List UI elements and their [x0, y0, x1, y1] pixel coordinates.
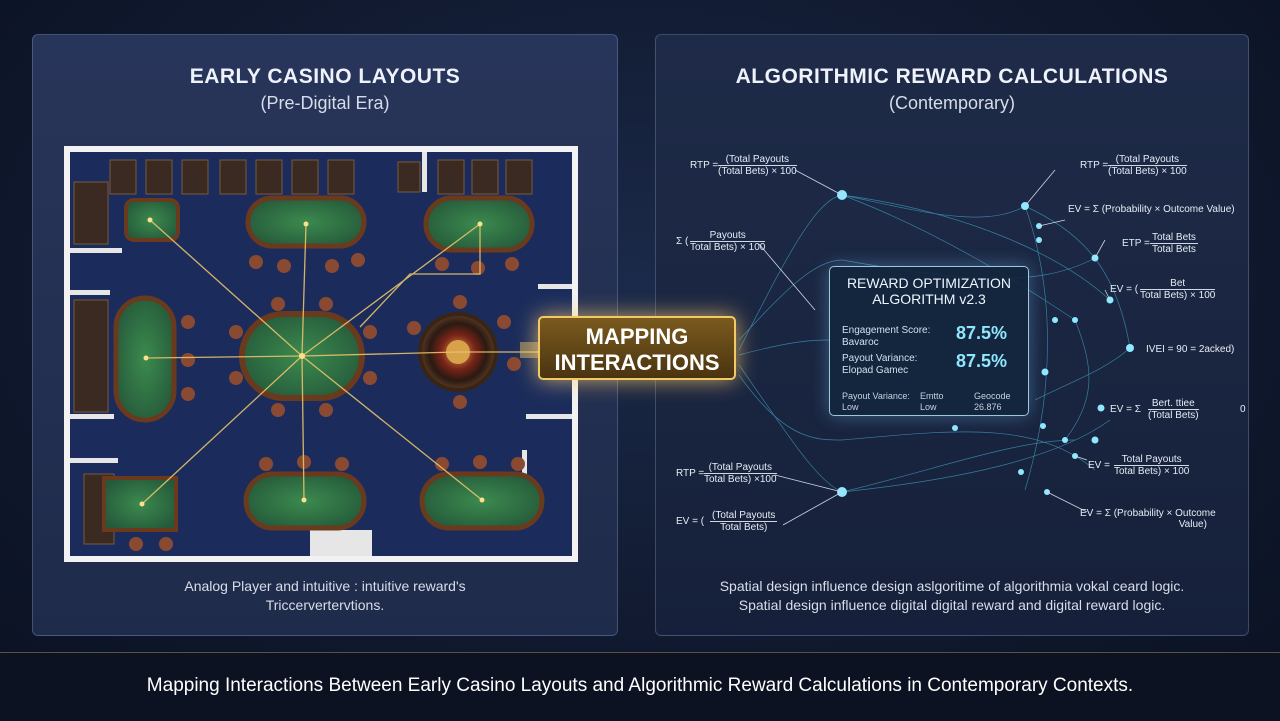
slot-machines: [73, 159, 533, 545]
algo-variance-value: 87.5%: [956, 351, 1008, 371]
formula-leaders: [758, 169, 1111, 526]
left-caption-line-2: Triccervertervtions.: [265, 597, 385, 613]
bottom-title: Mapping Interactions Between Early Casin…: [146, 675, 1134, 696]
right-panel-caption: Spatial design influence design aslgorit…: [656, 577, 1248, 615]
formula-rtp-top-right: RTP = (Total Payouts(Total Bets) × 100: [1080, 154, 1187, 177]
formula-ev-sum: EV = Σ Bert. ttiee(Total Bets) 0: [1110, 398, 1246, 421]
formula-ev-probability-bottom: EV = Σ (Probability × Outcome Value): [1080, 508, 1216, 530]
chairs: [129, 253, 525, 551]
mapping-line-2: INTERACTIONS: [554, 350, 720, 375]
algo-row1-label: Engagement Score:Bavaroc: [842, 325, 931, 348]
left-panel-subtitle: (Pre-Digital Era): [260, 93, 390, 113]
connection-lines: [141, 219, 540, 505]
connection-nodes: [139, 217, 543, 507]
algo-row3-label: Payout Variance:Low: [842, 391, 910, 412]
reward-optimization-algorithm-box: REWARD OPTIMIZATION ALGORITHM v2.3 Engag…: [829, 266, 1029, 416]
bottom-title-band: Mapping Interactions Between Early Casin…: [0, 652, 1280, 721]
formula-ev-probability-top: EV = Σ (Probability × Outcome Value): [1068, 204, 1235, 215]
formula-ivei: IVEI = 90 = 2acked): [1146, 344, 1235, 355]
mapping-interactions-box: MAPPING INTERACTIONS: [538, 316, 736, 380]
right-caption-line-2: Spatial design influence digital digital…: [738, 597, 1166, 613]
network-links: [738, 194, 1131, 493]
algo-engagement-value: 87.5%: [956, 323, 1008, 343]
algo-title: REWARD OPTIMIZATION ALGORITHM v2.3: [846, 275, 1012, 307]
left-panel-caption: Analog Player and intuitive : intuitive …: [33, 577, 617, 615]
casino-floor-plan: [64, 146, 578, 562]
right-panel-title: ALGORITHMIC REWARD CALCULATIONS: [735, 65, 1169, 88]
right-caption-line-1: Spatial design influence design aslgorit…: [719, 578, 1185, 594]
casino-floor: [70, 152, 572, 556]
game-tables: [102, 195, 545, 532]
left-panel-title: EARLY CASINO LAYOUTS: [189, 65, 461, 88]
formula-rtp-top-left: RTP = (Total Payouts(Total Bets) × 100: [690, 154, 797, 177]
left-caption-line-1: Analog Player and intuitive : intuitive …: [184, 578, 466, 594]
mapping-line-1: MAPPING: [585, 324, 689, 349]
floor-plan-illustration: [70, 152, 572, 556]
reward-network: [738, 169, 1134, 526]
algo-row2-label: Payout Variance:Elopad Gamec: [842, 353, 918, 376]
right-panel-subtitle: (Contemporary): [888, 93, 1016, 113]
